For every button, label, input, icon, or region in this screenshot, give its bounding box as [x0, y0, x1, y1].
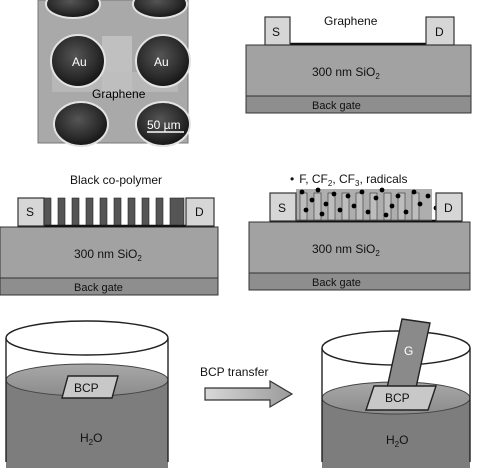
drain-pad: [435, 192, 463, 222]
drain-pad: [185, 197, 215, 227]
beaker-left: BCP H2O: [5, 320, 169, 468]
drain-pad: [425, 16, 455, 46]
drain-label: D: [195, 205, 204, 219]
bcp-label-right: BCP: [385, 391, 410, 405]
source-label: S: [278, 201, 286, 215]
source-label: S: [272, 25, 280, 39]
drain-label: D: [435, 25, 444, 39]
source-pad: [264, 16, 291, 46]
back-gate-label: Back gate: [312, 277, 361, 289]
graphene-label: Graphene: [324, 14, 378, 28]
beaker-right: G BCP H2O: [321, 318, 471, 468]
radicals-legend: •F, CF2, CF3, radicals: [290, 172, 407, 188]
source-label: S: [26, 205, 34, 219]
bcp-title: Black co-polymer: [70, 173, 162, 187]
gold-electrodes: [45, 0, 191, 147]
scale-bar-label: 50 µm: [147, 118, 181, 132]
micrograph-graphene-label: Graphene: [92, 87, 146, 101]
bcp-film: [365, 385, 437, 411]
copolymer-pillars: [299, 192, 420, 221]
arrow-icon: [204, 379, 294, 409]
copolymer-pillars: [43, 197, 185, 226]
optical-micrograph: Au Au Graphene 50 µm: [37, 0, 191, 147]
device-plasma-etch: •F, CF2, CF3, radicals: [248, 172, 471, 291]
drain-label: D: [444, 201, 453, 215]
source-pad: [269, 192, 297, 222]
device-bcp-mask: Black co-polymer S D 300 nm SiO2 Back ga…: [0, 173, 219, 296]
back-gate-label: Back gate: [74, 282, 123, 294]
water-label-left: H2O: [80, 431, 102, 447]
au-label-left: Au: [72, 55, 87, 69]
back-gate-layer: [248, 272, 471, 291]
bcp-film: [61, 375, 119, 399]
oxide-label: 300 nm SiO2: [312, 242, 380, 258]
back-gate-layer: [245, 95, 472, 114]
oxide-layer: [245, 44, 472, 97]
oxide-label: 300 nm SiO2: [74, 247, 142, 263]
water-label-right: H2O: [386, 433, 408, 449]
back-gate-layer: [0, 277, 219, 296]
device-pristine: Graphene S D 300 nm SiO2 Back gate: [245, 14, 472, 114]
back-gate-label: Back gate: [312, 100, 361, 112]
transfer-arrow: BCP transfer: [200, 365, 294, 409]
oxide-label: 300 nm SiO2: [312, 65, 380, 81]
au-label-right: Au: [154, 55, 169, 69]
radical-particles: [299, 187, 439, 218]
graphene-strip-label: G: [404, 344, 413, 358]
source-pad: [17, 197, 45, 227]
transfer-label: BCP transfer: [200, 365, 268, 379]
bcp-label-left: BCP: [74, 381, 99, 395]
